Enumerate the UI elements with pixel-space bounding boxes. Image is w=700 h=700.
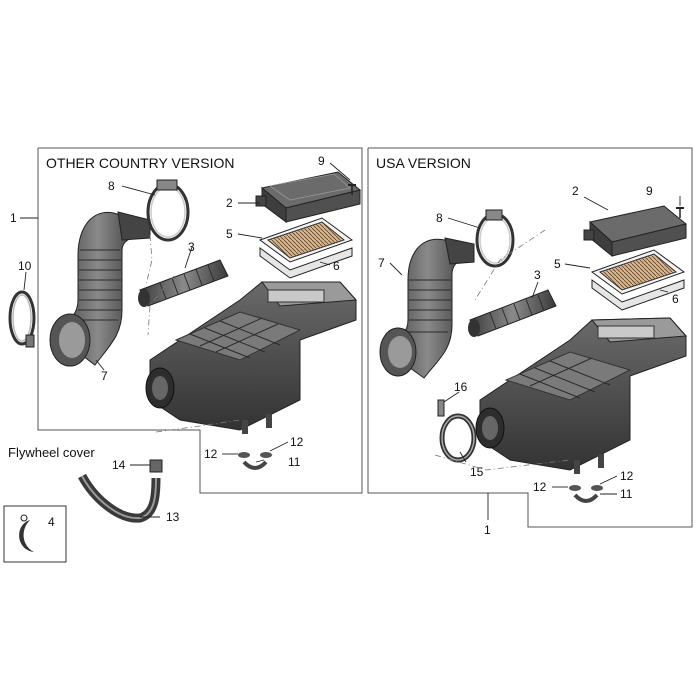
callout-2-other: 2 xyxy=(226,196,233,210)
callout-7-other: 7 xyxy=(101,369,108,383)
air-filter-part xyxy=(258,217,354,279)
intake-hose-part xyxy=(49,211,151,367)
callout-15: 15 xyxy=(470,465,484,479)
callout-12a-usa: 12 xyxy=(533,480,547,494)
panel-frame-usa xyxy=(367,147,693,528)
panel-frame-other xyxy=(37,147,363,494)
callout-12b-usa: 12 xyxy=(620,469,634,483)
callout-6-usa: 6 xyxy=(672,292,679,306)
intake-snorkel-part-usa xyxy=(468,289,557,337)
callout-13: 13 xyxy=(166,510,180,524)
callout-9-other: 9 xyxy=(318,154,325,168)
panel-title-other: OTHER COUNTRY VERSION xyxy=(46,155,235,171)
callout-9-usa: 9 xyxy=(646,184,653,198)
air-filter-part-usa xyxy=(590,249,686,311)
panel-title-usa: USA VERSION xyxy=(376,155,471,171)
callout-16: 16 xyxy=(454,380,468,394)
drain-parts-other xyxy=(238,452,272,470)
callout-5-usa: 5 xyxy=(554,257,561,271)
callout-12b-other: 12 xyxy=(290,435,304,449)
airbox-cover-part-usa xyxy=(583,205,688,258)
leader-lines xyxy=(20,162,681,520)
callout-12a-other: 12 xyxy=(204,447,218,461)
clamp-10-part xyxy=(8,290,36,348)
callout-8-other: 8 xyxy=(108,179,115,193)
flywheel-cover-label: Flywheel cover xyxy=(8,445,95,460)
intake-hose-part-usa xyxy=(379,237,475,379)
screw-part xyxy=(348,184,356,195)
callout-4: 4 xyxy=(48,515,55,529)
airbox-body-part-usa xyxy=(475,317,688,474)
callout-3-usa: 3 xyxy=(534,268,541,282)
hose-clamp-part-usa xyxy=(475,209,515,268)
drain-parts-usa xyxy=(569,485,603,503)
airbox-body-part xyxy=(145,281,358,434)
callout-8-usa: 8 xyxy=(436,211,443,225)
airbox-cover-part xyxy=(255,171,362,223)
clip-4-box xyxy=(3,505,67,563)
callout-7-usa: 7 xyxy=(378,256,385,270)
callout-10: 10 xyxy=(18,259,32,273)
callout-1-usa: 1 xyxy=(484,523,491,537)
flywheel-cover-hose xyxy=(78,459,163,523)
callout-11-usa: 11 xyxy=(620,487,633,501)
callout-6-other: 6 xyxy=(333,259,340,273)
screw-part-usa xyxy=(676,207,684,218)
callout-1-other: 1 xyxy=(10,211,17,225)
callout-14: 14 xyxy=(112,458,126,472)
intake-snorkel-part xyxy=(138,259,229,307)
callout-3-other: 3 xyxy=(188,240,195,254)
callout-2-usa: 2 xyxy=(572,184,579,198)
callout-5-other: 5 xyxy=(226,227,233,241)
callout-11-other: 11 xyxy=(288,455,301,469)
intake-ring-part-usa xyxy=(437,399,477,463)
hose-clamp-part xyxy=(146,179,190,242)
